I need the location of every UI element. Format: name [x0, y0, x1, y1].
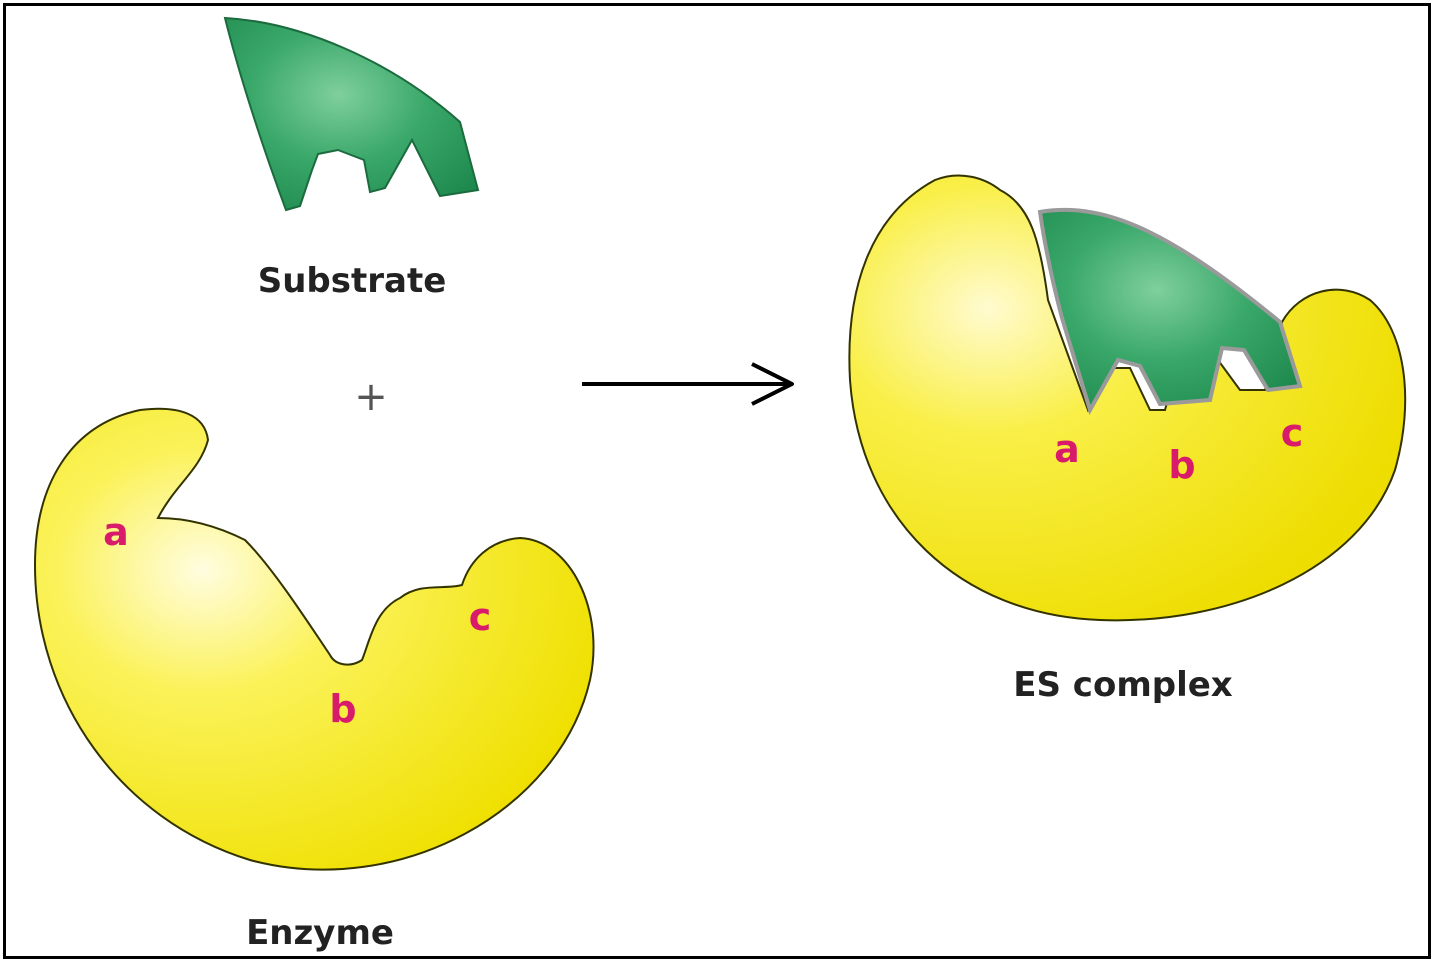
complex-site-a: a [1054, 427, 1080, 471]
es-complex-substrate-shape [1037, 207, 1303, 416]
enzyme-site-c: c [469, 595, 492, 639]
substrate-shape [223, 16, 480, 212]
complex-site-c: c [1281, 411, 1304, 455]
enzyme-site-b: b [329, 687, 356, 731]
enzyme-site-a: a [103, 510, 129, 554]
complex-site-b: b [1168, 443, 1195, 487]
reaction-arrow [582, 362, 794, 406]
es-complex-label: ES complex [1013, 665, 1233, 705]
substrate-label: Substrate [258, 261, 447, 301]
enzyme-shape [33, 407, 595, 871]
enzyme-label: Enzyme [246, 913, 394, 953]
plus-sign: + [354, 374, 388, 420]
